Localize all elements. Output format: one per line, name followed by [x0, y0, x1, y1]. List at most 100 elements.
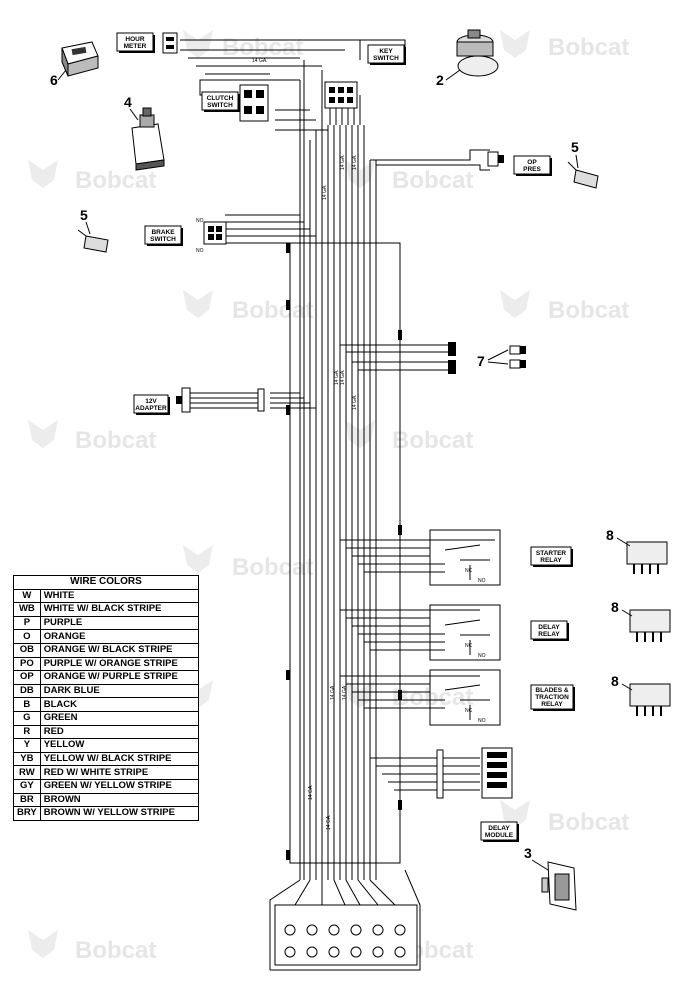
callout-2: 2: [436, 72, 444, 88]
svg-text:Bobcat: Bobcat: [75, 167, 156, 194]
svg-text:NC: NC: [465, 643, 473, 649]
clutch-switch-plug: [239, 84, 269, 122]
svg-text:Bobcat: Bobcat: [222, 34, 303, 61]
watermark-5: Bobcat: [183, 290, 313, 324]
svg-text:KEY: KEY: [379, 48, 393, 55]
legend-color-name: BLACK: [39, 697, 200, 712]
op-pres-plug: [487, 151, 504, 167]
hour-meter-connector: [162, 32, 178, 54]
main-harness: [180, 39, 495, 971]
main-connector: [274, 904, 418, 966]
callout-6: 6: [50, 72, 58, 88]
legend-color-name: GREEN W/ YELLOW STRIPE: [39, 778, 200, 794]
legend-color-name: WHITE: [39, 588, 200, 604]
part-7-diodes: [509, 345, 526, 369]
legend-title: WIRE COLORS: [13, 575, 199, 590]
part-3-connector: [541, 861, 577, 911]
svg-text:Bobcat: Bobcat: [75, 937, 156, 964]
gauge-label: 14 GA.: [340, 369, 346, 385]
svg-text:SWITCH: SWITCH: [373, 55, 399, 62]
legend-color-name: ORANGE W/ BLACK STRIPE: [39, 642, 200, 658]
label-delay-relay: DELAY RELAY: [530, 620, 569, 641]
legend-code: DB: [13, 683, 41, 699]
legend-color-name: ORANGE W/ PURPLE STRIPE: [39, 670, 200, 685]
legend-code: PO: [13, 656, 41, 672]
svg-text:NO: NO: [478, 578, 486, 584]
callout-8-b: 8: [611, 599, 619, 615]
svg-text:Bobcat: Bobcat: [548, 297, 629, 324]
legend-code: Y: [13, 738, 41, 753]
legend-color-name: BROWN W/ YELLOW STRIPE: [39, 806, 200, 821]
svg-text:NC: NC: [465, 708, 473, 714]
legend-code: O: [13, 629, 41, 644]
svg-text:STARTER: STARTER: [536, 550, 567, 557]
label-blades-relay: BLADES & TRACTION RELAY: [530, 684, 575, 711]
watermark-7: Bobcat: [28, 420, 156, 454]
legend-color-name: YELLOW: [39, 738, 200, 753]
part-5-sensor-upper: [567, 161, 599, 189]
gauge-label: 14 GA.: [334, 369, 340, 385]
starter-relay-schematic: NC NO: [429, 529, 501, 586]
callout-4: 4: [124, 94, 132, 110]
legend-code: R: [13, 724, 41, 740]
svg-text:METER: METER: [124, 43, 147, 50]
callout-5-upper: 5: [571, 139, 579, 155]
gauge-label: 14 GA.: [352, 154, 358, 170]
legend-color-name: PURPLE: [39, 615, 200, 631]
delay-relay-schematic: NC NO: [429, 604, 501, 661]
svg-text:TRACTION: TRACTION: [535, 694, 569, 701]
label-hour-meter: HOUR METER: [116, 32, 155, 53]
legend-code: OP: [13, 670, 41, 685]
part-4-clutch-switch: [131, 107, 165, 171]
legend-code: BR: [13, 792, 41, 808]
delay-module-connector: [436, 747, 513, 799]
blades-relay-schematic: NC NO: [429, 669, 501, 726]
svg-text:NO: NO: [478, 718, 486, 724]
legend-code: WB: [13, 602, 41, 617]
legend-color-name: ORANGE: [39, 629, 200, 644]
svg-text:NO: NO: [478, 653, 486, 659]
svg-text:Bobcat: Bobcat: [392, 427, 473, 454]
watermark-6: Bobcat: [500, 290, 629, 324]
part-5-sensor-lower: [77, 229, 109, 253]
svg-text:NO: NO: [196, 218, 204, 224]
part-8-relay-b: [629, 609, 671, 642]
callout-5-lower: 5: [80, 207, 88, 223]
svg-text:BLADES &: BLADES &: [535, 687, 569, 694]
legend-color-name: DARK BLUE: [39, 683, 200, 699]
part-8-relay-c: [629, 683, 671, 716]
callout-8-a: 8: [606, 527, 614, 543]
legend-code: B: [13, 697, 41, 712]
legend-color-name: WHITE W/ BLACK STRIPE: [39, 602, 200, 617]
svg-text:BRAKE: BRAKE: [151, 229, 175, 236]
gauge-labels: 14 GA. 14 GA. 14 GA. 14 GA. 14 GA. 14 GA…: [252, 58, 358, 830]
svg-text:RELAY: RELAY: [538, 631, 560, 638]
svg-text:NC: NC: [465, 568, 473, 574]
svg-text:MODULE: MODULE: [485, 832, 514, 839]
svg-text:Bobcat: Bobcat: [232, 297, 313, 324]
svg-text:NO: NO: [196, 248, 204, 254]
legend-code: P: [13, 615, 41, 631]
legend-code: BRY: [13, 806, 41, 821]
watermark-13: Bobcat: [28, 930, 156, 964]
svg-text:Bobcat: Bobcat: [548, 34, 629, 61]
svg-text:RELAY: RELAY: [540, 557, 562, 564]
legend-color-name: PURPLE W/ ORANGE STRIPE: [39, 656, 200, 672]
svg-text:RELAY: RELAY: [541, 701, 563, 708]
label-brake-switch: BRAKE SWITCH: [144, 225, 183, 246]
gauge-label: 14 GA.: [352, 394, 358, 410]
